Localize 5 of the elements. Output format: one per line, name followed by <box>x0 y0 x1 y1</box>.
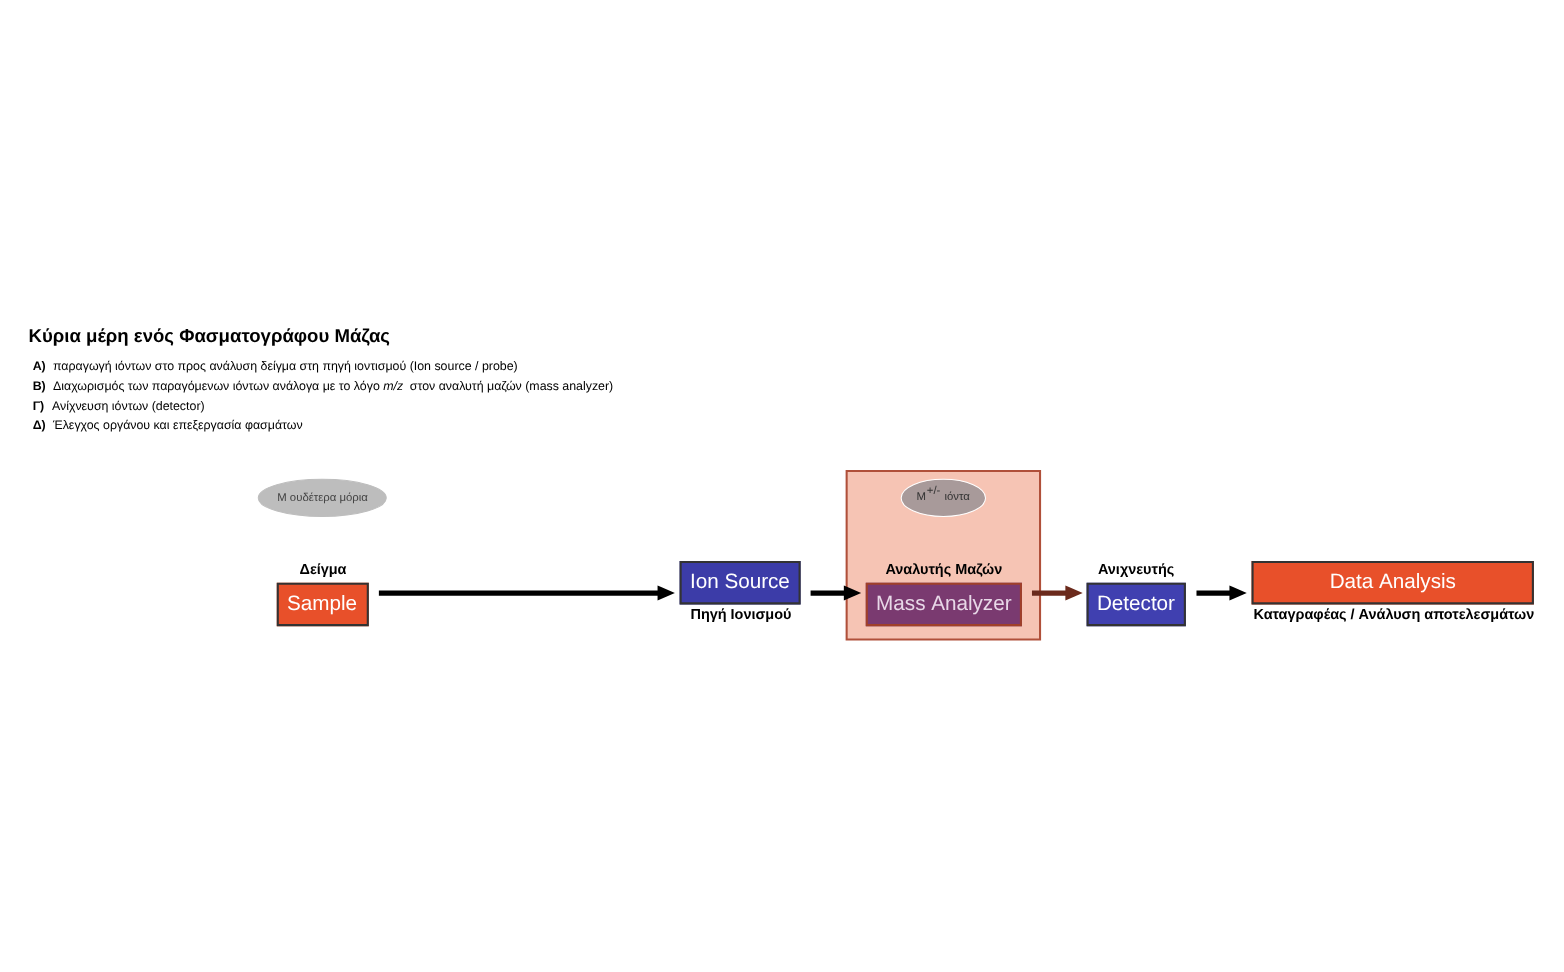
arrow <box>1031 585 1083 601</box>
arrow <box>1196 585 1247 601</box>
arrow <box>810 585 862 601</box>
diagram-title: Κύρια μέρη ενός Φασματογράφου Μάζας <box>28 326 391 347</box>
arrow <box>378 585 675 601</box>
